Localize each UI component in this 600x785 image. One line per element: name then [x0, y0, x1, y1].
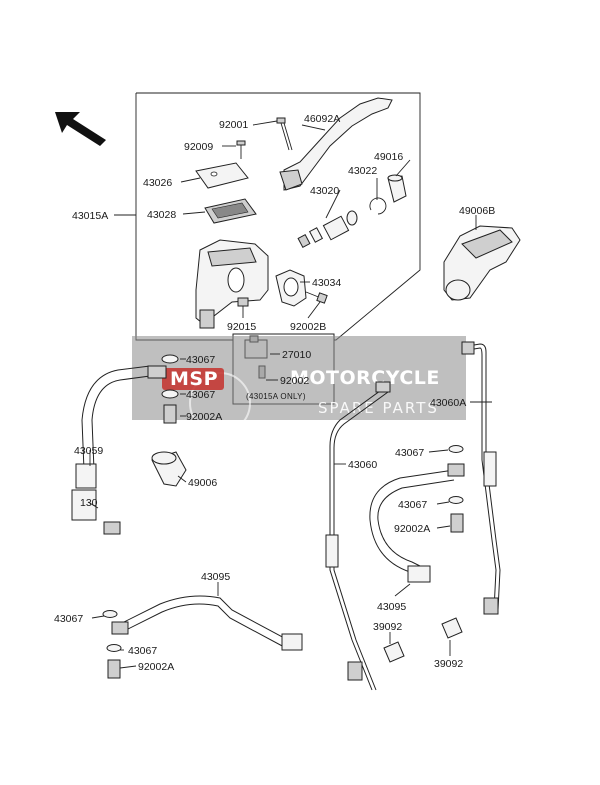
- hose-43095-bottom-part: [111, 595, 303, 651]
- label-43067-c: 43067: [395, 447, 424, 459]
- brake-lever-part: [279, 97, 393, 191]
- watermark-badge: [162, 368, 224, 390]
- piston-kit-part: [297, 210, 358, 248]
- label-43060A: 43060A: [430, 397, 466, 409]
- diaphragm-part: [204, 198, 257, 224]
- washers-right-part: [448, 445, 464, 533]
- hose-43095-right-part: [369, 463, 465, 583]
- label-49006: 49006: [188, 477, 217, 489]
- washers-bottom-part: [102, 610, 122, 679]
- label-43095-a: 43095: [201, 571, 230, 583]
- label-49006B: 49006B: [459, 205, 495, 217]
- label-92009: 92009: [184, 141, 213, 153]
- screw-92009-part: [236, 140, 246, 159]
- bolt-130-part: [103, 521, 121, 535]
- watermark-brand: MOTORCYCLE: [290, 367, 440, 389]
- label-43028: 43028: [147, 209, 176, 221]
- bolt-92001-part: [276, 117, 293, 151]
- label-92015: 92015: [227, 321, 256, 333]
- label-39092-b: 39092: [434, 658, 463, 670]
- label-43067-e: 43067: [54, 613, 83, 625]
- reservoir-49006B-part: [443, 225, 521, 301]
- label-43015A-only-note: (43015A ONLY): [246, 392, 306, 401]
- label-43022: 43022: [348, 165, 377, 177]
- reservoir-cap-part: [195, 162, 249, 189]
- watermark-badge-text: MSP: [170, 368, 218, 390]
- watermark-band: MSP MOTORCYCLE SPARE PARTS: [132, 336, 466, 434]
- pipe-43060A-part: [461, 341, 501, 615]
- label-92001: 92001: [219, 119, 248, 131]
- washers-left-part: [161, 354, 179, 424]
- hose-43059-part: [71, 365, 167, 521]
- label-130: 130: [80, 497, 98, 509]
- circlip-part: [369, 197, 387, 215]
- label-43059: 43059: [74, 445, 103, 457]
- dust-boot-part: [387, 174, 407, 203]
- label-27010: 27010: [282, 349, 311, 361]
- watermark-subtitle: SPARE PARTS: [318, 399, 439, 417]
- label-43060: 43060: [348, 459, 377, 471]
- label-92002A-b: 92002A: [394, 523, 430, 535]
- label-43095-b: 43095: [377, 601, 406, 613]
- rubber-92015-part: [237, 297, 249, 307]
- label-43034: 43034: [312, 277, 341, 289]
- clamp-part: [275, 269, 307, 307]
- clamp-39092-right-part: [441, 617, 463, 639]
- clamp-39092-left-part: [383, 641, 405, 663]
- label-92002A-c: 92002A: [138, 661, 174, 673]
- label-43020: 43020: [310, 185, 339, 197]
- label-43067-a: 43067: [186, 354, 215, 366]
- label-46092A: 46092A: [304, 113, 340, 125]
- label-92002A-a: 92002A: [186, 411, 222, 423]
- label-43026: 43026: [143, 177, 172, 189]
- label-43015A: 43015A: [72, 210, 108, 222]
- master-cylinder-body-part: [195, 239, 269, 329]
- union-49006-part: [151, 451, 187, 487]
- pipe-43060-part: [325, 381, 391, 691]
- bolt-92002B-part: [305, 291, 328, 304]
- label-43067-b: 43067: [186, 389, 215, 401]
- label-92002: 92002: [280, 375, 309, 387]
- arrow-up-left-icon: [55, 112, 106, 146]
- part-labels: 92001 46092A 92009 49016 43022 43026 430…: [54, 113, 495, 673]
- label-43067-f: 43067: [128, 645, 157, 657]
- label-43067-d: 43067: [398, 499, 427, 511]
- label-49016: 49016: [374, 151, 403, 163]
- leader-lines: [87, 120, 492, 669]
- label-39092-a: 39092: [373, 621, 402, 633]
- label-92002B: 92002B: [290, 321, 326, 333]
